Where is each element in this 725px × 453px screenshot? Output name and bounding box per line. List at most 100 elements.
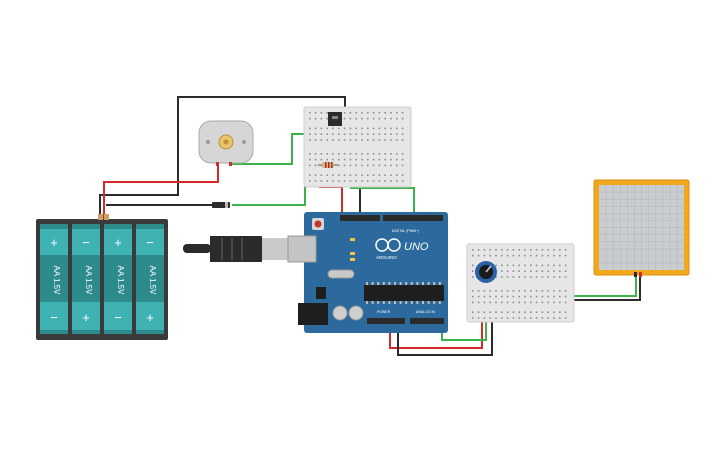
breadboard-right[interactable] <box>466 243 575 323</box>
breadboard-hole <box>401 153 404 155</box>
breadboard-hole <box>564 317 567 319</box>
breadboard-hole <box>396 133 398 135</box>
breadboard-hole <box>326 112 328 114</box>
breadboard-hole <box>332 139 334 141</box>
breadboard-hole <box>547 264 549 267</box>
breadboard-hole <box>332 153 334 155</box>
breadboard-hole <box>524 295 526 298</box>
breadboard-hole <box>338 180 340 182</box>
breadboard-hole <box>332 127 334 130</box>
breadboard-hole <box>553 317 555 319</box>
breadboard-hole <box>512 276 515 278</box>
breadboard-hole <box>501 295 503 298</box>
breadboard-hole <box>547 290 549 292</box>
battery-cell-4-label: AA 1.5V <box>148 266 157 296</box>
arduino-led-rx <box>350 258 355 261</box>
chip-pin <box>422 282 424 285</box>
breadboard-hole <box>518 254 520 257</box>
breadboard-hole <box>553 301 555 304</box>
arduino-board-icon[interactable]: UNO ARDUINO DIGITAL (PWM~) POWER ANALOG … <box>287 212 448 333</box>
breadboard-hole <box>367 112 369 114</box>
breadboard-hole <box>372 139 375 141</box>
breadboard-hole <box>396 127 398 130</box>
resistor-icon[interactable] <box>318 162 338 168</box>
arduino-digital-header-2 <box>383 215 443 221</box>
chip-pin <box>410 301 413 304</box>
breadboard-hole <box>524 270 526 272</box>
battery-cell-3-top-cap <box>104 229 132 255</box>
breadboard-hole <box>501 249 503 251</box>
breadboard-hole <box>472 317 474 319</box>
breadboard-hole <box>477 317 480 319</box>
wire-black-battery-to-transistor[interactable] <box>99 96 346 220</box>
breadboard-hole <box>553 295 555 298</box>
breadboard-hole <box>483 317 486 319</box>
breadboard-hole <box>361 112 363 114</box>
breadboard-hole <box>477 254 480 257</box>
dc-motor-icon[interactable] <box>198 120 254 166</box>
chip-pin <box>427 301 430 304</box>
arduino-capacitor-1 <box>332 305 348 321</box>
breadboard-hole <box>547 254 549 257</box>
lcd-display-icon[interactable] <box>593 179 690 277</box>
resistor-band-1 <box>325 162 327 168</box>
breadboard-hole <box>384 112 386 114</box>
battery-pack-icon[interactable]: +−AA 1.5V−+AA 1.5V+−AA 1.5V−+AA 1.5V <box>36 214 168 340</box>
battery-terminal-right <box>104 214 109 220</box>
arduino-usb-jack <box>287 235 317 263</box>
breadboard-hole <box>501 254 503 257</box>
usb-cable-icon[interactable] <box>183 236 290 262</box>
breadboard-hole <box>483 249 486 251</box>
chip-pin <box>377 282 380 285</box>
wire-red-arduino-to-breadboard[interactable] <box>389 300 483 349</box>
motor-lead-left <box>216 162 219 166</box>
breadboard-hole <box>553 311 555 313</box>
breadboard-hole <box>489 295 491 298</box>
breadboard-hole <box>535 249 538 251</box>
breadboard-hole <box>512 311 515 313</box>
breadboard-hole <box>506 276 509 278</box>
potentiometer-icon[interactable] <box>475 261 497 283</box>
breadboard-hole <box>541 270 544 272</box>
breadboard-hole <box>564 311 567 313</box>
breadboard-hole <box>483 311 486 313</box>
breadboard-hole <box>553 270 555 272</box>
breadboard-hole <box>535 295 538 298</box>
breadboard-hole <box>349 139 352 141</box>
chip-pin <box>422 301 424 304</box>
breadboard-hole <box>401 139 404 141</box>
chip-pin <box>416 282 419 285</box>
breadboard-hole <box>472 270 474 272</box>
chip-pin <box>399 301 402 304</box>
breadboard-hole <box>355 153 357 155</box>
breadboard-hole <box>384 158 386 161</box>
breadboard-hole <box>530 254 532 257</box>
breadboard-hole <box>535 317 538 319</box>
breadboard-hole <box>314 133 317 135</box>
breadboard-hole <box>309 164 311 167</box>
breadboard-hole <box>512 270 515 272</box>
breadboard-hole <box>524 311 526 313</box>
breadboard-hole <box>378 180 381 182</box>
breadboard-top[interactable] <box>303 106 412 188</box>
breadboard-hole <box>553 290 555 292</box>
wire-green-breadboard-to-arduino[interactable] <box>350 187 415 215</box>
breadboard-hole <box>343 139 346 141</box>
breadboard-hole <box>326 127 328 130</box>
breadboard-hole <box>518 276 520 278</box>
breadboard-hole <box>501 270 503 272</box>
diode-icon[interactable] <box>212 202 230 208</box>
wire-red-battery-to-motor[interactable] <box>103 163 219 220</box>
motor-shaft <box>223 139 229 145</box>
breadboard-hole <box>367 117 369 120</box>
breadboard-hole <box>547 301 549 304</box>
transistor-icon[interactable] <box>328 112 342 126</box>
arduino-capacitor-2 <box>348 305 364 321</box>
wire-black-arduino-to-breadboard[interactable] <box>397 300 493 356</box>
breadboard-hole <box>401 112 404 114</box>
breadboard-hole <box>559 295 561 298</box>
breadboard-hole <box>501 290 503 292</box>
arduino-microcontroller <box>364 285 444 301</box>
breadboard-hole <box>314 112 317 114</box>
